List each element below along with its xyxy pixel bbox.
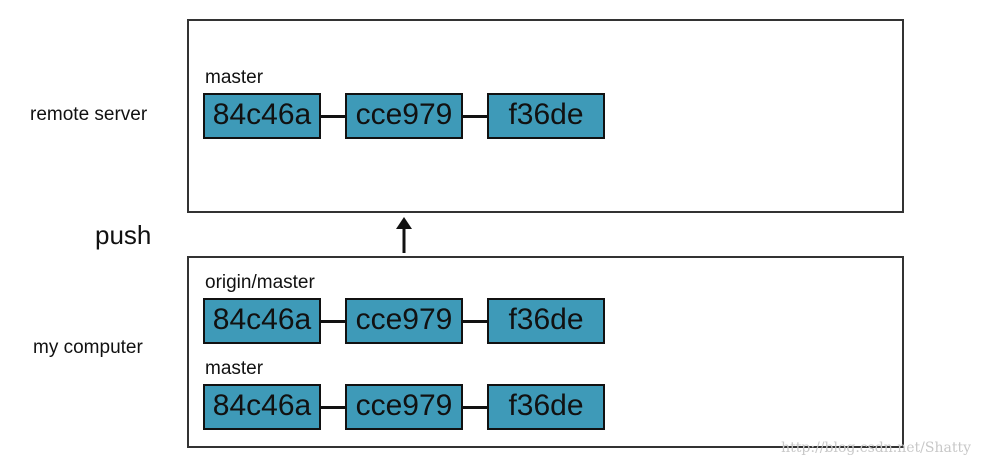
push-arrow-icon (396, 217, 412, 253)
origin-master-commit-2: cce979 (345, 298, 463, 344)
origin-master-connector-1 (321, 320, 345, 323)
local-master-commit-3: f36de (487, 384, 605, 430)
remote-commit-2: cce979 (345, 93, 463, 139)
remote-commit-1: 84c46a (203, 93, 321, 139)
watermark: http://blog.csdn.net/Shatty (781, 440, 971, 456)
origin-master-commit-1: 84c46a (203, 298, 321, 344)
origin-master-connector-2 (463, 320, 487, 323)
remote-connector-2 (463, 115, 487, 118)
local-master-commit-2: cce979 (345, 384, 463, 430)
local-master-connector-1 (321, 406, 345, 409)
remote-server-label: remote server (30, 104, 148, 125)
remote-connector-1 (321, 115, 345, 118)
remote-server-panel: master 84c46a cce979 f36de (187, 19, 904, 213)
my-computer-panel: origin/master 84c46a cce979 f36de master… (187, 256, 904, 448)
remote-master-branch-label: master (205, 67, 264, 88)
origin-master-commit-3: f36de (487, 298, 605, 344)
remote-commit-3: f36de (487, 93, 605, 139)
push-label: push (95, 220, 152, 250)
my-computer-label: my computer (33, 337, 143, 358)
local-master-connector-2 (463, 406, 487, 409)
local-master-commit-1: 84c46a (203, 384, 321, 430)
local-master-branch-label: master (205, 358, 264, 379)
origin-master-branch-label: origin/master (205, 272, 315, 293)
